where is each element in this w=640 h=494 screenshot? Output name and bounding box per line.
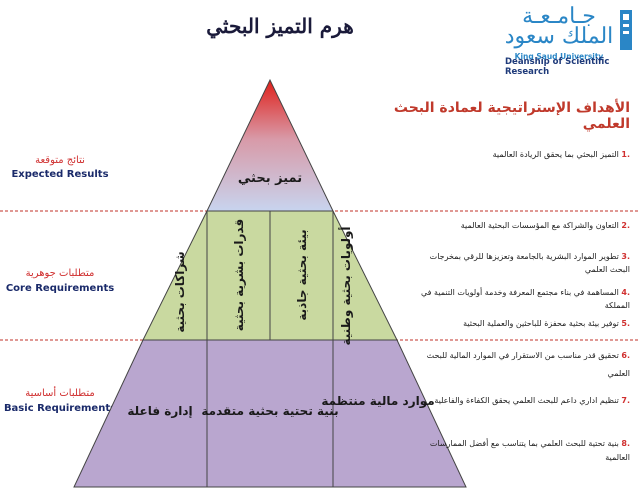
basic-label-management: إدارة فاعلة xyxy=(127,404,192,418)
objective-item-8: .8 بنية تحتية للبحث العلمي بما يتناسب مع… xyxy=(415,437,630,465)
objective-text: التعاون والشراكة مع المؤسسات البحثية الع… xyxy=(460,221,619,230)
university-logo: جـامـعـة الملك سعود King Saud University xyxy=(500,4,635,72)
objective-text: التميز البحثي بما يحقق الريادة العالمية xyxy=(492,150,619,159)
objective-number: .2 xyxy=(621,221,630,230)
objective-number: .1 xyxy=(621,150,630,159)
objective-text: توفير بيئة بحثية محفزة للباحثين والعملية… xyxy=(463,319,619,328)
objective-text: تطوير الموارد البشرية بالجامعة وتعزيزها … xyxy=(429,252,630,274)
objective-text: تنظيم اداري داعم للبحث العلمي يحقق الكفا… xyxy=(434,396,619,405)
level-label-ar-core: متطلبات جوهرية xyxy=(25,268,95,279)
pyramid-basic-section xyxy=(73,339,467,488)
pyramid-top-section xyxy=(206,78,334,212)
level-label-en-expected: Expected Results xyxy=(11,169,109,180)
objective-number: .8 xyxy=(621,439,630,448)
objective-number: .3 xyxy=(621,252,630,261)
objective-item-3: .3 تطوير الموارد البشرية بالجامعة وتعزيز… xyxy=(415,250,630,276)
objective-item-7: .7 تنظيم اداري داعم للبحث العلمي يحقق ال… xyxy=(415,392,630,410)
objective-text: المساهمة في بناء مجتمع المعرفة وخدمة أول… xyxy=(421,288,630,310)
objective-text: بنية تحتية للبحث العلمي بما يتناسب مع أف… xyxy=(429,439,630,462)
objective-text: تحقيق قدر مناسب من الاستقرار في الموارد … xyxy=(426,351,630,378)
page-title: هرم التميز البحثي xyxy=(206,14,354,38)
level-label-ar-basic: متطلبات أساسية xyxy=(25,388,95,399)
level-label-ar-expected: نتائج متوقعة xyxy=(35,155,85,166)
core-label-partnerships: شراكات بحثية xyxy=(173,251,187,332)
deanship-name: Deanship of Scientific Research xyxy=(505,57,610,77)
logo-emblem-icon xyxy=(620,10,632,50)
pyramid-top-label: تميز بحثي xyxy=(238,171,302,186)
level-label-en-basic: Basic Requirements xyxy=(3,403,117,414)
core-label-national-priorities: أولويات بحثية وطنية xyxy=(338,226,354,345)
basic-label-infrastructure: بنية تحتية بحثية متقدمة xyxy=(201,404,338,418)
objective-number: .4 xyxy=(621,288,630,297)
logo-arabic-line2: الملك سعود xyxy=(504,24,614,49)
objective-item-2: .2 التعاون والشراكة مع المؤسسات البحثية … xyxy=(415,219,630,232)
level-label-en-core: Core Requirements xyxy=(5,283,115,294)
logo-english: King Saud University xyxy=(514,52,604,61)
objective-number: .6 xyxy=(621,351,630,360)
objective-number: .5 xyxy=(621,319,630,328)
objectives-title: الأهداف الإستراتيجية لعمادة البحث العلمي xyxy=(393,100,630,132)
objective-item-6: .6 تحقيق قدر مناسب من الاستقرار في الموا… xyxy=(415,347,630,383)
objective-item-5: .5 توفير بيئة بحثية محفزة للباحثين والعم… xyxy=(415,317,630,330)
objective-number: .7 xyxy=(621,396,630,405)
core-label-human-capacity: قدرات بشرية بحثية xyxy=(232,219,246,331)
objective-item-1: .1 التميز البحثي بما يحقق الريادة العالم… xyxy=(415,148,630,161)
basic-label-finance: موارد مالية منتظمة xyxy=(321,394,434,409)
objective-item-4: .4 المساهمة في بناء مجتمع المعرفة وخدمة … xyxy=(415,286,630,312)
logo-arabic-line1: جـامـعـة xyxy=(522,4,596,29)
core-label-environment: بيئة بحثية جاذبة xyxy=(295,229,309,320)
